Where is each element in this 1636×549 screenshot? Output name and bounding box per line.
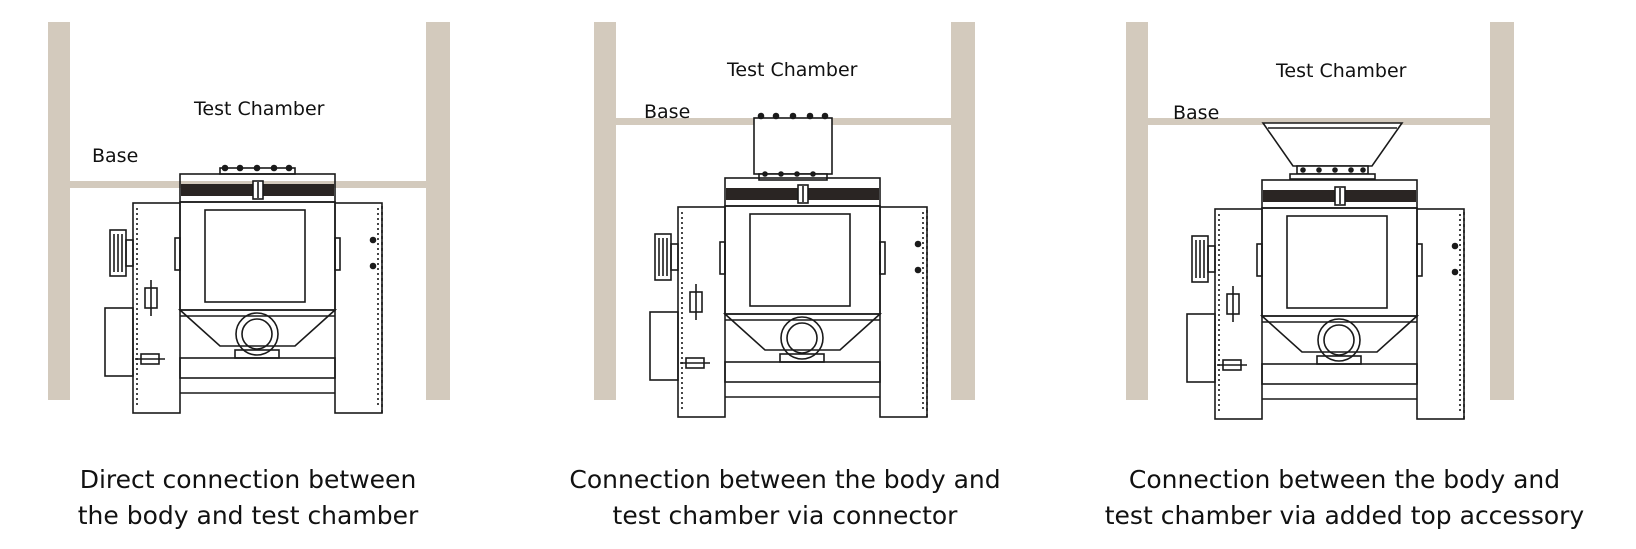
- caption-line-2: the body and test chamber: [77, 501, 419, 530]
- test-chamber-label: Test Chamber: [194, 98, 325, 120]
- caption-line-1: Direct connection between: [79, 465, 417, 494]
- caption-top-accessory: Connection between the body and test cha…: [1072, 462, 1617, 534]
- connector-block: [753, 112, 833, 181]
- caption-line-1: Connection between the body and: [1128, 465, 1561, 494]
- right-wall: [426, 22, 450, 400]
- shaker-body: [649, 177, 928, 418]
- base-label: Base: [92, 145, 139, 167]
- left-wall: [594, 22, 616, 400]
- panel-top-accessory: Base Test Chamber Connection between the…: [1090, 0, 1636, 549]
- diagram-connector: [594, 22, 975, 418]
- caption-line-1: Connection between the body and: [569, 465, 1001, 494]
- caption-direct-connection: Direct connection between the body and t…: [0, 462, 508, 534]
- test-chamber-label: Test Chamber: [727, 59, 858, 81]
- shaker-body: [104, 164, 383, 414]
- test-chamber-label: Test Chamber: [1276, 60, 1407, 82]
- diagram-top-accessory: [1126, 22, 1514, 420]
- base-label: Base: [644, 101, 691, 123]
- shaker-body: [1186, 179, 1465, 420]
- caption-line-2: test chamber via connector: [612, 501, 958, 530]
- base-beam: [1148, 118, 1490, 125]
- panel-direct-connection: Base Test Chamber Direct connection betw…: [0, 0, 545, 549]
- right-wall: [1490, 22, 1514, 400]
- left-wall: [1126, 22, 1148, 400]
- diagram-direct-connection: [48, 22, 450, 414]
- caption-connector: Connection between the body and test cha…: [525, 462, 1045, 534]
- left-wall: [48, 22, 70, 400]
- base-label: Base: [1173, 102, 1220, 124]
- right-wall: [951, 22, 975, 400]
- top-accessory: [1261, 122, 1404, 180]
- panel-connector: Base Test Chamber Connection between the…: [545, 0, 1090, 549]
- caption-line-2: test chamber via added top accessory: [1104, 501, 1585, 530]
